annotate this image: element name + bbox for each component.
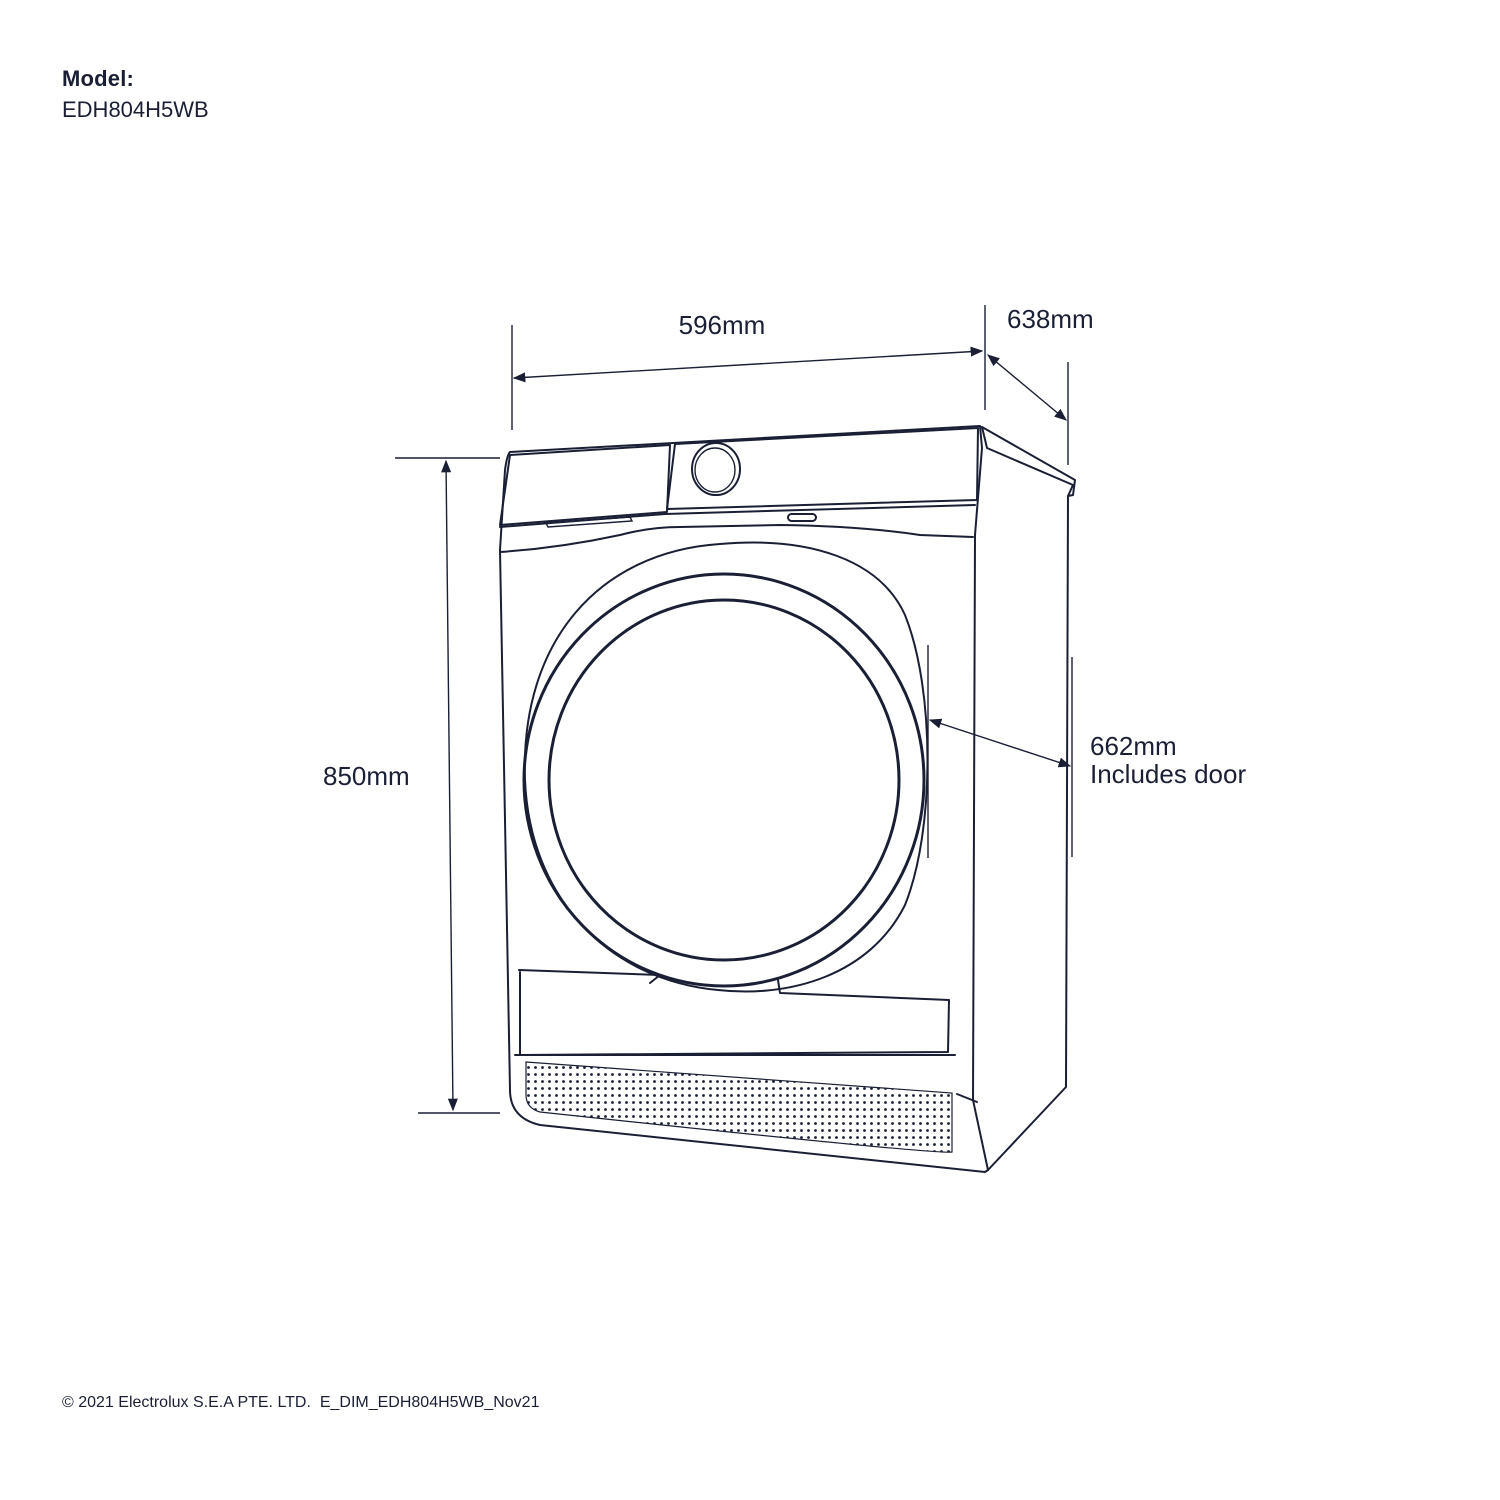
door-depth-note: Includes door — [1090, 759, 1246, 789]
dryer-outline — [499, 425, 1076, 1173]
program-knob — [691, 442, 741, 496]
door-frame — [523, 541, 929, 993]
depth-label: 638mm — [1007, 304, 1094, 334]
front-panel — [499, 425, 989, 1173]
ventilation-grille — [525, 1061, 953, 1153]
door-glass — [547, 598, 901, 962]
model-label: Model: — [62, 66, 135, 91]
side-panel — [981, 426, 1074, 1171]
door-depth-dimension: 662mm Includes door — [927, 645, 1246, 858]
height-label: 850mm — [323, 761, 410, 791]
detergent-drawer — [499, 444, 671, 526]
depth-dimension: 638mm — [987, 304, 1094, 465]
door-ring-outer — [522, 572, 926, 988]
door-depth-label: 662mm — [1090, 731, 1177, 761]
filter-cover — [518, 969, 950, 1056]
door-handle-slot — [787, 513, 817, 522]
width-label: 596mm — [679, 310, 766, 340]
width-dimension: 596mm — [511, 305, 986, 430]
control-panel — [666, 427, 979, 510]
height-dimension: 850mm — [323, 457, 500, 1114]
model-number: EDH804H5WB — [62, 97, 209, 122]
footer-copyright: © 2021 Electrolux S.E.A PTE. LTD. E_DIM_… — [62, 1394, 540, 1411]
